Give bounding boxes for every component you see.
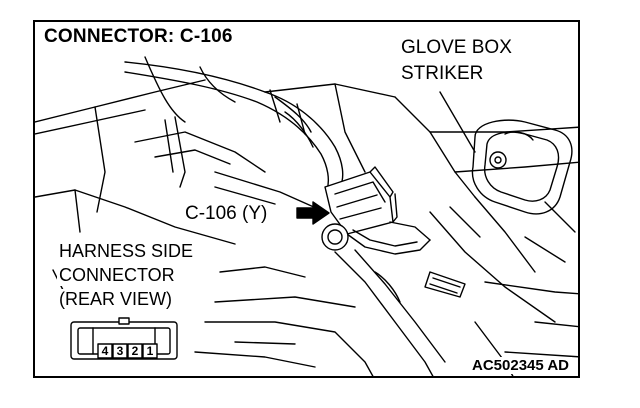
connector-location-illustration bbox=[35, 56, 578, 376]
glove-box-label-line2: STRIKER bbox=[399, 63, 486, 85]
diagram-frame: CONNECTOR: C-106 GLOVE BOX STRIKER C-106… bbox=[33, 20, 580, 378]
connector-pointer-arrow bbox=[296, 201, 330, 225]
glove-box-leader-line bbox=[439, 91, 476, 153]
harness-side-label-line3: (REAR VIEW) bbox=[57, 289, 175, 310]
dashboard-panel bbox=[35, 79, 578, 376]
glove-box-striker bbox=[471, 119, 573, 215]
connector-pin: 2 bbox=[131, 344, 139, 358]
connector-pin: 3 bbox=[116, 344, 124, 358]
harness-side-label-line1: HARNESS SIDE bbox=[57, 241, 196, 262]
connector-pin: 1 bbox=[146, 344, 154, 358]
connector-pin: 4 bbox=[101, 344, 109, 358]
harness-side-label-line2: CONNECTOR bbox=[57, 265, 177, 286]
connector-title: CONNECTOR: C-106 bbox=[41, 26, 236, 48]
figure-code: AC502345 AD bbox=[469, 357, 572, 374]
connector-c106-body bbox=[321, 166, 431, 255]
harness-connector-symbol bbox=[70, 317, 178, 360]
glove-box-label-line1: GLOVE BOX bbox=[399, 37, 514, 59]
lower-panel-detail bbox=[374, 201, 576, 303]
connector-c106-label: C-106 (Y) bbox=[183, 203, 270, 225]
wire-harness bbox=[124, 56, 344, 191]
